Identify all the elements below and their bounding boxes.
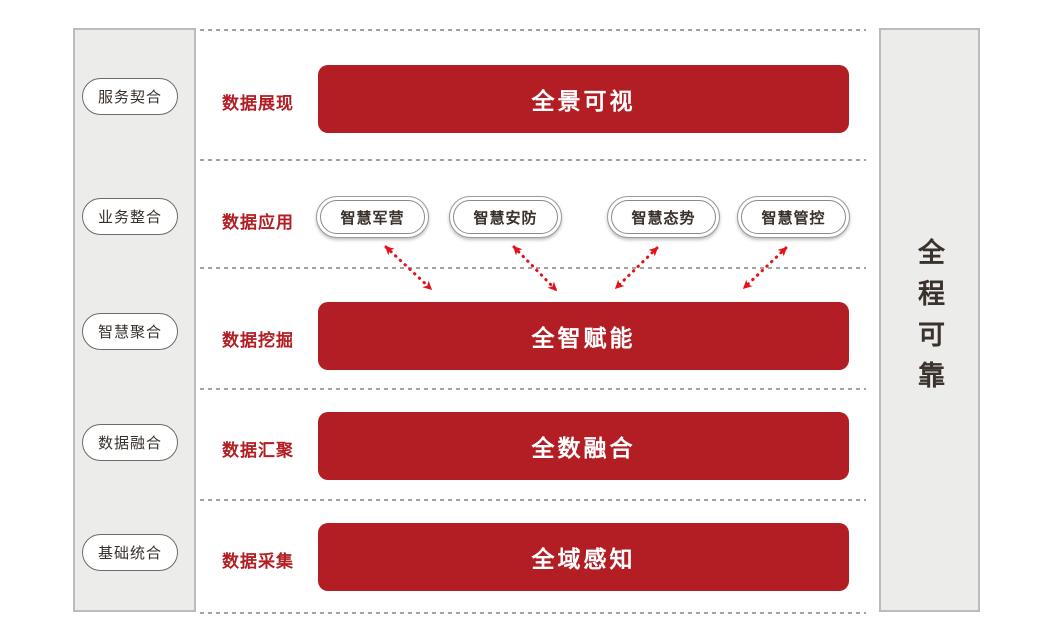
app-pill-smart-barracks: 智慧军营 — [316, 196, 429, 238]
bar-full-data-fusion: 全数融合 — [318, 412, 849, 480]
app-pill-smart-situation: 智慧态势 — [607, 196, 720, 238]
dotted-separator — [200, 267, 866, 269]
left-sidebar-pill-label: 业务整合 — [97, 209, 162, 226]
left-sidebar-pill-label: 数据融合 — [97, 435, 162, 452]
app-pill-label: 智慧管控 — [741, 200, 846, 234]
bar-full-intelligence-enablement: 全智赋能 — [318, 302, 849, 370]
left-sidebar-pill-business-integration: 业务整合 — [82, 198, 178, 235]
bar-full-domain-perception: 全域感知 — [318, 523, 849, 591]
app-pill-label: 智慧安防 — [453, 200, 558, 234]
dotted-separator — [200, 29, 866, 31]
bar-panoramic-visualization: 全景可视 — [318, 65, 849, 133]
app-pill-smart-control: 智慧管控 — [737, 196, 850, 238]
row-label-data-presentation: 数据展现 — [222, 94, 294, 113]
row-label-data-mining: 数据挖掘 — [222, 331, 294, 350]
right-sidebar-vertical-label: 全程可靠 — [914, 238, 944, 402]
dotted-separator — [200, 388, 866, 390]
dotted-separator — [200, 612, 866, 614]
row-label-data-convergence: 数据汇聚 — [222, 441, 294, 460]
right-sidebar — [879, 28, 980, 612]
left-sidebar-pill-label: 基础统合 — [97, 545, 162, 562]
app-pill-label: 智慧态势 — [611, 200, 716, 234]
left-sidebar-pill-smart-aggregation: 智慧聚合 — [82, 313, 178, 350]
row-label-data-collection: 数据采集 — [222, 552, 294, 571]
dotted-separator — [200, 159, 866, 161]
dotted-separator — [200, 499, 866, 501]
left-sidebar-pill-data-fusion: 数据融合 — [82, 424, 178, 461]
app-pill-smart-security: 智慧安防 — [449, 196, 562, 238]
row-label-data-application: 数据应用 — [222, 213, 294, 232]
left-sidebar-pill-label: 服务契合 — [97, 89, 162, 106]
app-pill-label: 智慧军营 — [320, 200, 425, 234]
left-sidebar-pill-service-fit: 服务契合 — [82, 78, 178, 115]
left-sidebar-pill-label: 智慧聚合 — [97, 324, 162, 341]
left-sidebar-pill-basic-unification: 基础统合 — [82, 534, 178, 571]
